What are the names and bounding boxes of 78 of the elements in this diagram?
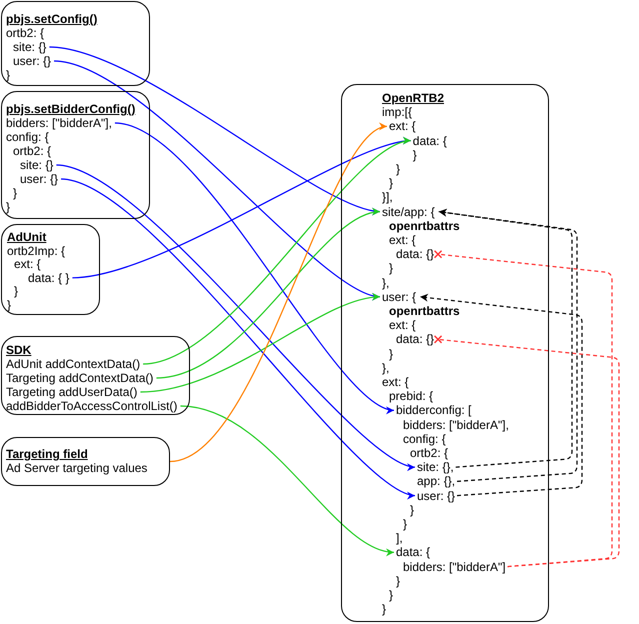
code-line: ext: { [382,375,409,389]
code-line: site/app: { [382,204,435,219]
code-line: prebid: { [389,389,434,404]
code-line: } [389,588,394,602]
code-line: }], [382,190,393,204]
code-line: addBidderToAccessControlList() [6,399,178,413]
code-line: } [396,162,400,176]
code-line: ext: { [389,318,416,332]
arrow [156,209,380,379]
code-line: bidderconfig: [ [396,403,472,418]
code-line: openrtbattrs [389,218,460,233]
code-line: site: {} [20,158,54,172]
code-line: config: { [403,432,446,446]
code-card [1,91,150,219]
code-card [341,84,549,622]
code-line: } [412,148,417,162]
code-line: ortb2: { [410,446,448,460]
code-line: Targeting addContextData() [6,371,154,385]
connector-line [434,335,620,568]
code-line: ext: { [14,257,41,272]
code-line: Targeting addUserData() [6,385,138,399]
code-line: user: { [382,290,416,304]
code-card [1,336,190,415]
arrow [140,294,380,393]
code-card [1,437,170,486]
arrow [420,294,583,496]
code-line: AdUnit addContextData() [6,357,140,371]
code-line: } [6,200,10,214]
code-line: } [7,298,12,312]
code-line: ortb2: { [13,144,52,158]
code-line: ortb2Imp: { [7,244,66,258]
code-line: }, [382,276,390,290]
code-line: ext: { [389,119,416,134]
arrow [180,405,394,555]
code-line: ext: { [389,233,416,247]
code-line: user: {} [417,488,456,503]
code-line: Ad Server targeting values [6,461,148,475]
code-line: data: {} [396,332,434,346]
code-line: } [389,346,394,361]
code-line: } [382,602,386,616]
code-line: user: {} [13,54,52,68]
code-line: } [396,574,400,588]
code-line: bidders: ["bidderA"], [403,418,509,432]
code-card [1,1,150,86]
code-card [1,224,100,315]
code-line: } [410,502,414,517]
code-line: imp:[{ [382,105,412,120]
box-title: AdUnit [7,230,46,244]
code-line: app: {}, [417,474,456,488]
code-line: } [403,517,408,531]
code-line: config: { [6,130,49,144]
code-line: } [6,68,10,82]
box-title: pbjs.setBidderConfig() [6,102,136,116]
code-line: } [13,186,18,200]
arrow [170,126,388,462]
box-title: pbjs.setConfig() [6,12,98,26]
code-line: data: {} [396,247,434,262]
code-line: data: { [396,545,430,560]
arrow [142,138,411,365]
box-title: SDK [6,343,32,357]
code-line: site: {} [13,40,46,54]
code-line: bidders: ["bidderA"] [403,560,506,574]
code-line: } [14,284,18,298]
code-line: data: { [412,134,447,148]
code-line: site: {}, [417,460,454,474]
arrow [114,122,394,412]
code-line: } [389,261,394,276]
code-line: bidders: ["bidderA"], [6,116,112,130]
code-line: ], [396,531,403,546]
code-line: user: {} [20,172,58,186]
code-line: } [389,176,394,190]
code-line: ortb2: { [6,26,44,40]
connector-line [434,250,613,568]
code-line: openrtbattrs [389,304,460,318]
box-title: OpenRTB2 [382,91,444,105]
box-title: Targeting field [6,447,88,461]
code-line: data: { } [28,270,70,285]
code-line: }, [382,360,390,375]
